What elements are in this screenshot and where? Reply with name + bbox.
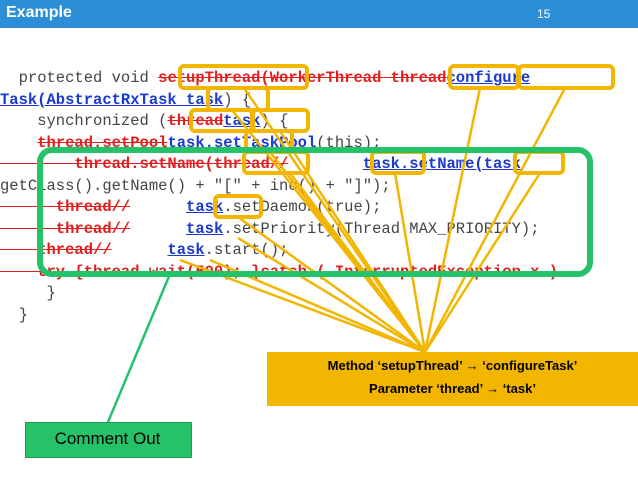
- pointer-line: [278, 130, 427, 353]
- pointer-line: [237, 236, 426, 354]
- code-line: }: [0, 283, 558, 305]
- slide-title: Example: [6, 4, 72, 21]
- removed-code: setupThread(WorkerThread thread: [158, 69, 447, 87]
- code-text: .setPriority(Thread.MAX_PRIORITY);: [223, 219, 540, 238]
- added-code: task: [167, 241, 205, 259]
- highlight-configure: [517, 64, 615, 90]
- code-line: thread.setName(thread// task.setName(tas…: [0, 154, 558, 176]
- added-code: task: [186, 219, 224, 238]
- comment-out-box: [25, 422, 192, 458]
- rename-legend-box: [267, 352, 638, 406]
- pointer-line: [423, 172, 542, 353]
- highlight-setupthread: [178, 64, 309, 90]
- comment-out-label: Comment Out: [54, 429, 161, 448]
- code-text: }: [0, 305, 28, 324]
- highlight-task-setdaemon: [213, 194, 263, 219]
- highlight-task-setname: [370, 150, 426, 175]
- code-line: }: [0, 305, 558, 327]
- comment-out-region: [37, 147, 593, 277]
- removed-code: thread: [167, 112, 224, 130]
- highlight-thread-sync: [189, 108, 254, 133]
- code-text: ) {: [223, 90, 252, 109]
- pointer-line: [289, 172, 426, 353]
- removed-code: thread//: [0, 241, 112, 259]
- added-code: configure: [446, 69, 531, 87]
- code-text: getClass().getName() + "[" + inc() + "]"…: [0, 176, 391, 195]
- code-text: }: [0, 284, 56, 302]
- code-text: synchronized (: [0, 112, 168, 130]
- slide-page-number: 15: [537, 7, 551, 21]
- code-line: thread// task.setPriority(Thread.MAX_PRI…: [0, 219, 558, 241]
- code-line: Task(AbstractRxTask task) {: [0, 90, 558, 112]
- removed-code: thread//: [0, 219, 131, 238]
- added-code: Task(AbstractRxTask task: [0, 90, 224, 109]
- legend-method-rename: Method ‘setupThread’ → ‘configureTask’: [327, 358, 578, 373]
- highlight-task-param: [206, 86, 270, 112]
- code-line: getClass().getName() + "[" + inc() + "]"…: [0, 176, 558, 198]
- pointer-line: [237, 215, 426, 354]
- comment-out-pointer: [106, 273, 172, 423]
- highlight-thread-param: [448, 64, 520, 90]
- pointer-line: [423, 87, 482, 353]
- slide-header: Example 15: [0, 0, 638, 28]
- code-line: protected void setupThread(WorkerThread …: [0, 68, 558, 90]
- legend-parameter-rename: Parameter ‘thread’ → ‘task’: [369, 381, 536, 396]
- removed-code: thread.setName(thread//: [0, 155, 289, 173]
- code-text: protected void: [0, 69, 159, 87]
- removed-code: thread//: [0, 198, 131, 216]
- pointer-line: [393, 172, 427, 353]
- pointer-line: [423, 87, 567, 353]
- highlight-thread-setname: [242, 150, 310, 175]
- added-code: task.setName(task: [362, 155, 521, 173]
